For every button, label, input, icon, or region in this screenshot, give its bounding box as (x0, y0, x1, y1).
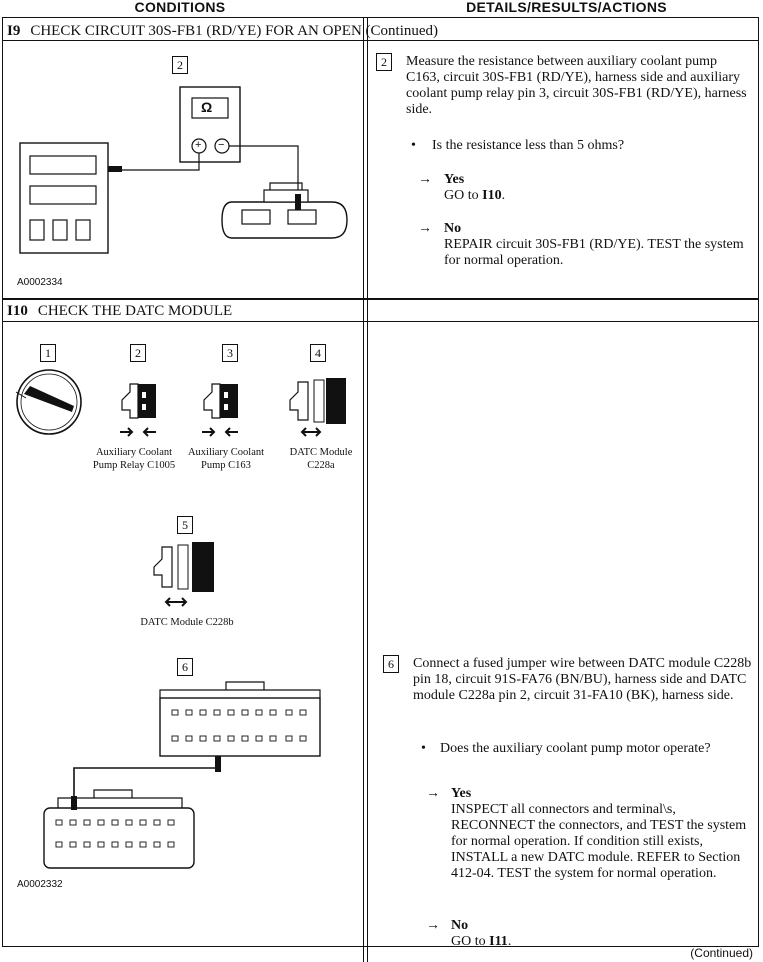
detail-step-badge: 2 (376, 53, 392, 71)
arrow-icon: → (418, 221, 432, 236)
column-divider (363, 17, 368, 299)
relay-connector-label: Auxiliary Coolant Pump Relay C1005 (92, 447, 176, 471)
section-i9-frame (2, 17, 759, 299)
figure-step-badge: 2 (172, 56, 188, 74)
figure-step-badge: 3 (222, 344, 238, 362)
i9-no-response: No REPAIR circuit 30S-FB1 (RD/YE). TEST … (444, 221, 744, 268)
figure-code: A0002332 (17, 879, 63, 890)
continued-note: (Continued) (690, 946, 753, 960)
figure-step-badge: 6 (177, 658, 193, 676)
i9-multimeter-figure (19, 86, 348, 254)
i10-instruction: Connect a fused jumper wire between DATC… (413, 656, 752, 703)
arrow-icon: → (426, 918, 440, 933)
ohm-symbol: Ω (201, 99, 213, 115)
figure-step-badge: 4 (310, 344, 326, 362)
datc-b-connector-label: DATC Module C228b (140, 617, 234, 628)
meter-minus: − (218, 139, 225, 151)
bullet-glyph: • (411, 138, 416, 153)
i9-yes-response: Yes GO to I10. (444, 172, 506, 203)
arrow-icon: → (418, 172, 432, 187)
i10-jumper-figure (43, 681, 321, 869)
i9-question: Is the resistance less than 5 ohms? (432, 138, 625, 153)
datc-a-connector-label: DATC Module C228a (289, 447, 353, 471)
i10-no-response: No GO to I11. (451, 918, 512, 949)
column-divider (363, 299, 368, 962)
i10-question: Does the auxiliary coolant pump motor op… (440, 741, 711, 756)
section-divider (2, 40, 759, 41)
bullet-glyph: • (421, 741, 426, 756)
figure-code: A0002334 (17, 277, 63, 288)
pump-connector-label: Auxiliary Coolant Pump C163 (187, 447, 265, 471)
detail-step-badge: 6 (383, 655, 399, 673)
figure-step-badge: 5 (177, 516, 193, 534)
section-divider (2, 321, 759, 322)
i10-yes-response: Yes INSPECT all connectors and terminal\… (451, 786, 747, 881)
details-header: DETAILS/RESULTS/ACTIONS (466, 0, 667, 15)
section-i10-frame (2, 299, 759, 947)
i10-disconnect-figure (15, 369, 346, 607)
conditions-header: CONDITIONS (134, 0, 226, 15)
arrow-icon: → (426, 786, 440, 801)
i9-instruction: Measure the resistance between auxiliary… (406, 54, 747, 117)
figure-step-badge: 2 (130, 344, 146, 362)
figure-step-badge: 1 (40, 344, 56, 362)
meter-plus: + (195, 139, 202, 151)
